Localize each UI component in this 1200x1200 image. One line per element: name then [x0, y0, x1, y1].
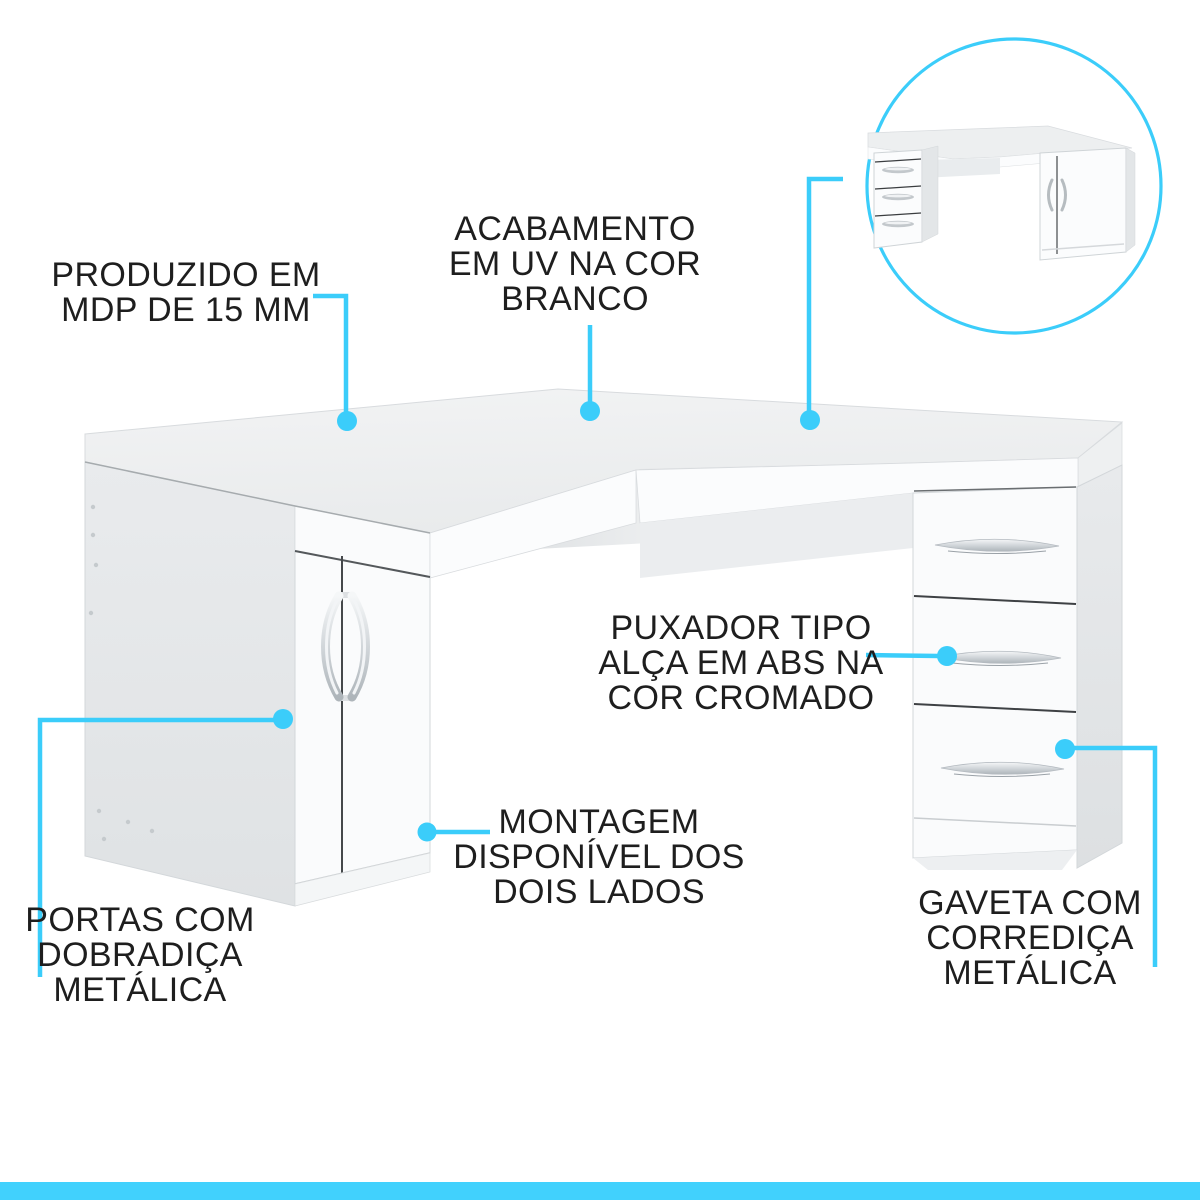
gaveta-callout-dot — [1055, 739, 1075, 759]
label-acabamento-line-2: EM UV NA COR — [448, 245, 702, 283]
label-portas-line-1: PORTAS COM — [25, 901, 255, 939]
desk-top-crease — [84, 461, 431, 534]
label-portas-line-2: DOBRADIÇA — [37, 936, 243, 974]
portas-callout-line — [37, 717, 275, 977]
bottom-bar — [0, 1182, 1200, 1200]
inset-desk — [867, 125, 1136, 261]
label-portas: PORTAS COM DOBRADIÇA METÁLICA — [25, 903, 254, 1008]
label-montagem-line-2: DISPONÍVEL DOS — [453, 838, 745, 876]
drawer-gap-1 — [913, 486, 1077, 492]
cabinet-side-panel — [84, 461, 296, 907]
label-produzido: PRODUZIDO EM MDP DE 15 MM — [51, 258, 320, 328]
gaveta-callout-line — [1074, 745, 1158, 967]
inset-drawer-handles-icon — [882, 166, 914, 228]
acabamento-callout-dot — [580, 401, 600, 421]
label-gaveta-line-3: METÁLICA — [943, 954, 1117, 992]
cabinet-top-gap — [294, 550, 431, 578]
desk-edge-band-bend — [429, 469, 637, 579]
inset-thumbnail — [865, 37, 1163, 335]
screw-marks — [88, 504, 155, 842]
label-acabamento: ACABAMENTO EM UV NA COR BRANCO — [449, 212, 701, 317]
label-acabamento-line-1: ACABAMENTO — [454, 210, 696, 248]
puxador-callout-line — [865, 652, 940, 659]
desk-illustration — [84, 388, 1124, 907]
inset-callout-line — [806, 176, 843, 411]
label-produzido-line-1: PRODUZIDO EM — [51, 256, 321, 294]
drawer-unit-side-panel — [1076, 464, 1123, 869]
drawer-gap-3 — [913, 703, 1077, 713]
puxador-callout-dot — [937, 646, 957, 666]
label-puxador-line-1: PUXADOR TIPO — [610, 609, 872, 647]
label-acabamento-line-3: BRANCO — [501, 280, 649, 318]
label-puxador-line-3: COR CROMADO — [607, 679, 875, 717]
label-puxador-line-2: ALÇA EM ABS NA — [598, 644, 884, 682]
drawer-unit-bottom — [913, 850, 1077, 870]
portas-callout-dot — [273, 709, 293, 729]
drawer-base-edge — [913, 817, 1077, 827]
callout-dots — [273, 401, 1075, 842]
produzido-callout-dot — [337, 411, 357, 431]
drawer-handles-icon — [934, 538, 1065, 777]
produzido-callout-line — [313, 293, 349, 412]
label-gaveta: GAVETA COM CORREDIÇA METÁLICA — [918, 886, 1142, 991]
label-gaveta-line-2: CORREDIÇA — [926, 919, 1134, 957]
door-handles-icon — [321, 591, 370, 702]
label-portas-line-3: METÁLICA — [53, 971, 227, 1009]
label-montagem-line-1: MONTAGEM — [498, 803, 700, 841]
label-montagem-line-3: DOIS LADOS — [493, 873, 705, 911]
inset-circle-border — [865, 37, 1163, 335]
label-montagem: MONTAGEM DISPONÍVEL DOS DOIS LADOS — [453, 805, 745, 910]
inset-door-handles-icon — [1047, 178, 1067, 212]
montagem-callout-dot — [417, 822, 437, 842]
label-puxador: PUXADOR TIPO ALÇA EM ABS NA COR CROMADO — [598, 611, 883, 716]
cabinet-base — [294, 852, 431, 907]
cabinet-front — [294, 550, 431, 885]
label-produzido-line-2: MDP DE 15 MM — [61, 291, 311, 329]
callouts — [37, 176, 1158, 977]
desk-back-panel — [640, 493, 913, 578]
drawer-gap-2 — [913, 595, 1077, 605]
label-gaveta-line-1: GAVETA COM — [918, 884, 1142, 922]
inset-callout-dot — [800, 410, 820, 430]
